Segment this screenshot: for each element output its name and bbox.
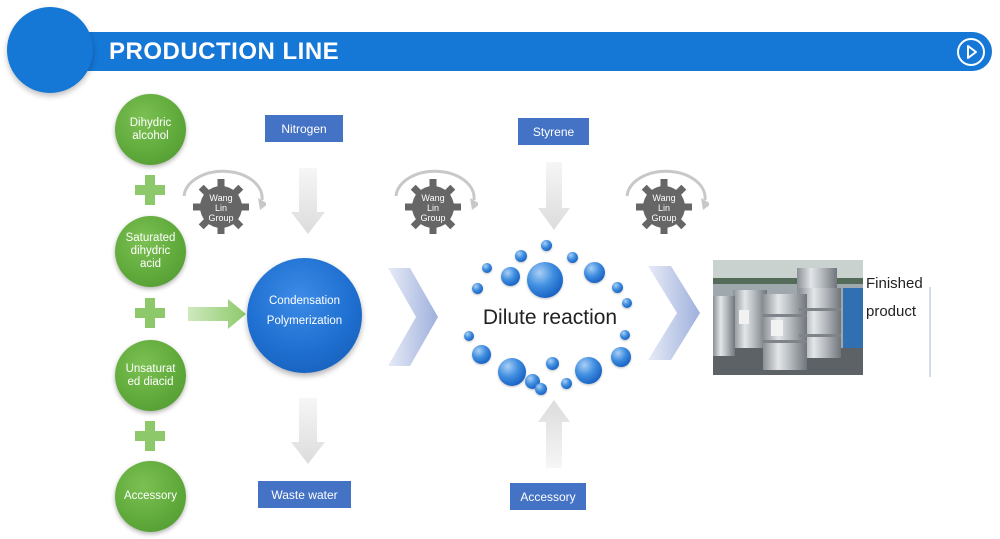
bubble-decoration [575,357,602,384]
dilute-reaction-label: Dilute reaction [482,306,618,329]
header-bar [30,32,992,71]
plus-icon [135,421,165,451]
down-arrow-icon [291,398,325,464]
bubble-decoration [535,383,547,395]
page-title: PRODUCTION LINE [109,38,340,65]
bubble-decoration [561,378,572,389]
finished-product-photo [713,260,863,375]
bubble-decoration [482,263,492,273]
down-arrow-icon [538,162,570,230]
down-arrow-icon [291,168,325,234]
ingredient-label: Accessory [123,490,178,502]
bubble-decoration [620,330,630,340]
ingredient-saturated-dihydric-acid: Saturated dihydric acid [115,216,186,287]
plus-icon [135,298,165,328]
up-arrow-icon [538,400,570,468]
green-arrow-icon [188,299,246,329]
ingredient-dihydric-alcohol: Dihydric alcohol [115,94,186,165]
bubble-decoration [567,252,578,263]
bubble-decoration [546,357,559,370]
condensation-label: Condensation [269,295,340,307]
bubble-decoration [612,282,623,293]
play-icon[interactable] [956,37,986,67]
bubble-decoration [472,283,483,294]
styrene-label: Styrene [518,118,589,145]
condensation-polymerization-node: Condensation Polymerization [247,258,362,373]
bubble-decoration [611,347,631,367]
bubble-decoration [527,262,563,298]
accessory-input-label: Accessory [510,483,586,510]
bubble-decoration [541,240,552,251]
plus-icon [135,175,165,205]
chevron-right-icon [388,268,438,366]
header-circle-decoration [7,7,93,93]
finished-product-label: Finished product [866,275,923,320]
gear-icon [182,169,268,235]
waste-water-label: Waste water [258,481,351,508]
bubble-decoration [498,358,526,386]
nitrogen-label: Nitrogen [265,115,343,142]
bubble-decoration [584,262,605,283]
ingredient-accessory: Accessory [115,461,186,532]
bubble-decoration [622,298,632,308]
gear-icon [625,169,711,235]
bubble-decoration [515,250,527,262]
gear-icon [394,169,480,235]
ingredient-label: Unsaturat ed diacid [125,362,176,388]
polymerization-label: Polymerization [266,315,343,327]
chevron-right-icon [648,266,700,360]
ingredient-label: Dihydric alcohol [129,116,172,142]
bubble-decoration [464,331,474,341]
ingredient-label: Saturated dihydric acid [125,232,176,270]
divider-line [929,287,931,377]
bubble-decoration [472,345,491,364]
bubble-decoration [501,267,520,286]
ingredient-unsaturated-diacid: Unsaturat ed diacid [115,340,186,411]
